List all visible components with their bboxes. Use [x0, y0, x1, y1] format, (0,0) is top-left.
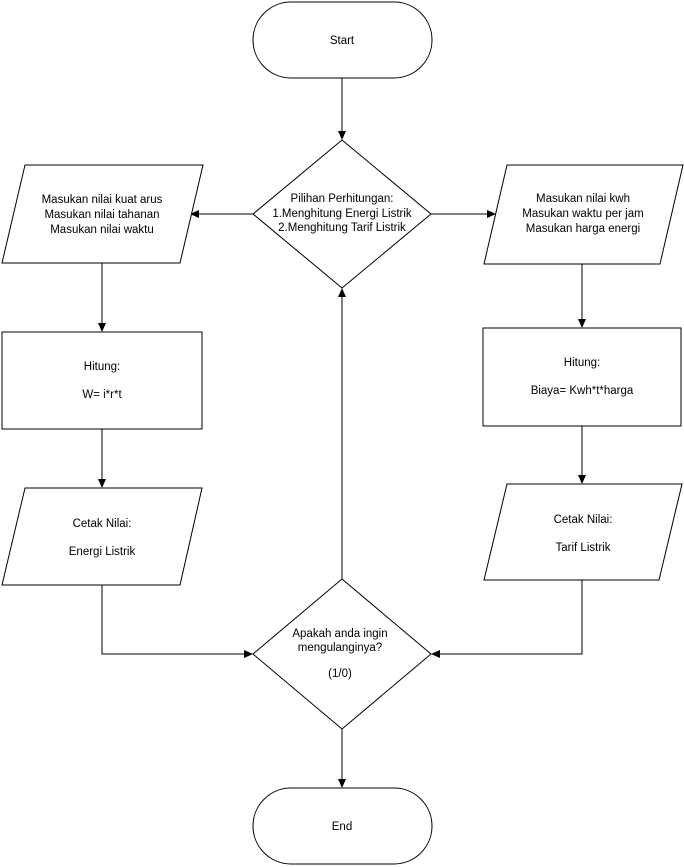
arrowhead-input-tariff-to-calc-tariff	[578, 319, 586, 328]
calc-tariff-line-1: Hitung:	[564, 357, 600, 369]
arrowhead-repeat-to-menu	[338, 288, 346, 297]
start-terminator: Start	[252, 1, 433, 79]
input-tariff-line-2: Masukan waktu per jam	[522, 208, 643, 220]
calc-energy-line-1: Hitung:	[84, 361, 120, 373]
arrowhead-input-energy-to-calc-energy	[98, 323, 106, 332]
calc-tariff-block: Hitung: Biaya= Kwh*t*harga	[482, 327, 682, 427]
arrowhead-start-to-menu	[338, 131, 346, 140]
input-tariff-block: Masukan nilai kwh Masukan waktu per jam …	[483, 164, 684, 265]
repeat-decision: Apakah anda ingin mengulanginya? (1/0)	[252, 578, 432, 730]
menu-decision-shape	[252, 139, 432, 289]
edges	[98, 78, 586, 788]
print-energy-line-2: Energi Listrik	[69, 546, 136, 558]
input-tariff-shape	[483, 164, 684, 265]
calc-energy-block: Hitung: W= i*r*t	[1, 331, 203, 430]
calc-energy-line-2: W= i*r*t	[82, 389, 122, 401]
print-energy-shape	[1, 487, 203, 586]
calc-tariff-line-2: Biaya= Kwh*t*harga	[531, 385, 634, 397]
menu-decision-line-2: 1.Menghitung Energi Listrik	[272, 208, 412, 220]
input-tariff-line-3: Masukan harga energi	[526, 223, 640, 235]
arrowhead-calc-tariff-to-print-tariff	[578, 475, 586, 484]
arrowhead-repeat-to-end	[338, 779, 346, 788]
print-tariff-block: Cetak Nilai: Tarif Listrik	[483, 483, 683, 581]
input-tariff-line-1: Masukan nilai kwh	[536, 193, 630, 205]
print-tariff-line-2: Tarif Listrik	[556, 542, 611, 554]
input-energy-block: Masukan nilai kuat arus Masukan nilai ta…	[1, 164, 204, 264]
arrowhead-print-energy-to-repeat	[244, 650, 253, 658]
repeat-decision-shape	[252, 578, 432, 730]
calc-energy-shape	[1, 331, 203, 430]
input-energy-shape	[1, 164, 204, 264]
print-energy-block: Cetak Nilai: Energi Listrik	[1, 487, 203, 586]
input-energy-line-2: Masukan nilai tahanan	[44, 209, 159, 221]
print-energy-line-1: Cetak Nilai:	[73, 518, 132, 530]
edge-print-energy-to-repeat	[101, 585, 244, 655]
input-energy-line-3: Masukan nilai waktu	[50, 224, 154, 236]
end-label: End	[332, 821, 352, 833]
end-terminator-shape	[252, 787, 433, 865]
repeat-decision-line-3: (1/0)	[328, 668, 352, 680]
menu-decision-line-1: Pilihan Perhitungan:	[291, 193, 394, 205]
print-tariff-line-1: Cetak Nilai:	[554, 514, 613, 526]
input-energy-line-1: Masukan nilai kuat arus	[42, 194, 163, 206]
repeat-decision-line-1: Apakah anda ingin	[292, 628, 387, 640]
arrowhead-menu-to-input-tariff	[487, 210, 496, 218]
start-terminator-shape	[252, 1, 433, 79]
arrowhead-print-tariff-to-repeat	[431, 650, 440, 658]
print-tariff-shape	[483, 483, 683, 581]
edge-print-tariff-to-repeat	[440, 580, 583, 655]
menu-decision: Pilihan Perhitungan: 1.Menghitung Energi…	[252, 139, 432, 289]
arrowhead-calc-energy-to-print-energy	[98, 479, 106, 488]
repeat-decision-line-2: mengulanginya?	[298, 642, 382, 654]
arrowhead-menu-to-input-energy	[190, 210, 199, 218]
end-terminator: End	[252, 787, 433, 865]
start-label: Start	[330, 35, 355, 47]
calc-tariff-shape	[482, 327, 682, 427]
menu-decision-line-3: 2.Menghitung Tarif Listrik	[278, 222, 406, 234]
